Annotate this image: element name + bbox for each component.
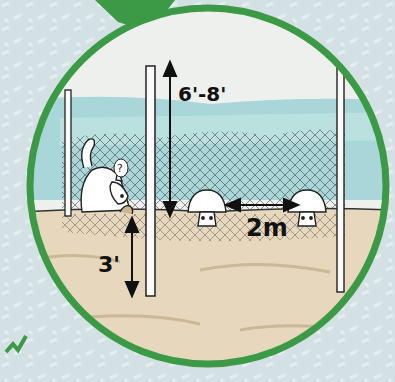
- mushroom-marker: [288, 190, 326, 226]
- fence-post: [146, 66, 155, 296]
- check-mark: [6, 336, 26, 352]
- thought-bubble: [114, 159, 128, 177]
- dimension-label: 6'-8': [178, 84, 226, 104]
- fence-post: [65, 90, 71, 216]
- dimension-label: 2m: [246, 216, 288, 240]
- dimension-label: 3': [98, 254, 120, 276]
- mushroom-marker: [188, 190, 226, 226]
- inset-border: [30, 8, 386, 364]
- question-mark: ?: [117, 162, 123, 175]
- fence-post: [337, 68, 344, 292]
- fence-mesh: [62, 129, 345, 214]
- digging-animal: [81, 139, 133, 214]
- dimension-arrows: [126, 62, 298, 296]
- buried-mesh: [62, 214, 345, 241]
